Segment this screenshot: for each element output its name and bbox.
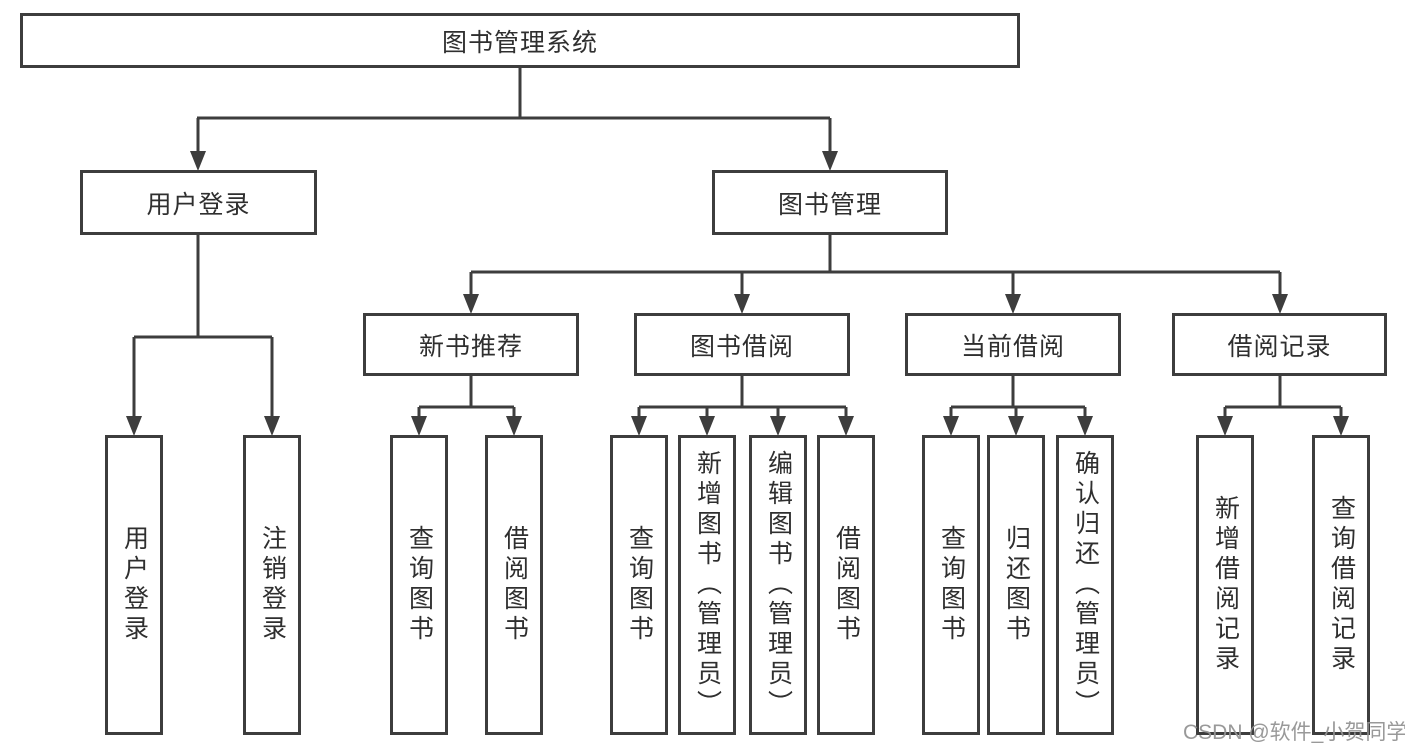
leaf-query-borrow-record: 查询借阅记录 — [1312, 435, 1370, 735]
leaf-borrow-books: 借阅图书 — [817, 435, 875, 735]
node-label: 图书管理 — [777, 190, 882, 219]
connector-user-login-branch — [126, 235, 280, 436]
connector-borrow-records-branch — [1217, 376, 1349, 436]
leaf-query-books-borrow: 查询图书 — [610, 435, 668, 735]
leaf-logout: 注销登录 — [243, 435, 301, 735]
node-label: 编辑图书（管理员） — [764, 450, 793, 720]
node-label: 查询图书 — [625, 525, 654, 645]
leaf-confirm-return-admin: 确认归还（管理员） — [1056, 435, 1114, 735]
node-label: 查询借阅记录 — [1327, 495, 1356, 675]
connector-book-borrow-branch — [631, 376, 854, 436]
node-label: 借阅记录 — [1227, 332, 1332, 361]
csdn-watermark: CSDN @软件_小贺同学 — [1183, 721, 1405, 744]
node-label: 查询图书 — [937, 525, 966, 645]
node-borrowing-records: 借阅记录 — [1172, 313, 1387, 376]
leaf-add-borrow-record: 新增借阅记录 — [1196, 435, 1254, 735]
node-label: 确认归还（管理员） — [1071, 450, 1100, 720]
connector-new-book-branch — [411, 376, 522, 436]
leaf-edit-books-admin: 编辑图书（管理员） — [749, 435, 807, 735]
leaf-borrow-books-recommend: 借阅图书 — [485, 435, 543, 735]
node-label: 新书推荐 — [418, 332, 523, 361]
leaf-query-books-recommend: 查询图书 — [390, 435, 448, 735]
connector-book-management-branch — [463, 235, 1288, 314]
node-label: 新增借阅记录 — [1211, 495, 1240, 675]
node-user-login: 用户登录 — [80, 170, 317, 235]
node-new-book-recommendation: 新书推荐 — [363, 313, 579, 376]
node-current-borrowing: 当前借阅 — [905, 313, 1121, 376]
node-book-borrowing: 图书借阅 — [634, 313, 850, 376]
leaf-return-books: 归还图书 — [987, 435, 1045, 735]
node-label: 用户登录 — [120, 525, 149, 645]
leaf-user-login: 用户登录 — [105, 435, 163, 735]
leaf-query-books-current: 查询图书 — [922, 435, 980, 735]
node-label: 图书管理系统 — [441, 28, 598, 57]
node-label: 图书借阅 — [689, 332, 794, 361]
connector-current-borrow-branch — [943, 376, 1093, 436]
node-label: 新增图书（管理员） — [693, 450, 722, 720]
leaf-add-books-admin: 新增图书（管理员） — [678, 435, 736, 735]
node-label: 注销登录 — [258, 525, 287, 645]
node-library-management-system: 图书管理系统 — [20, 13, 1020, 68]
node-book-management: 图书管理 — [712, 170, 948, 235]
node-label: 归还图书 — [1002, 525, 1031, 645]
node-label: 当前借阅 — [960, 332, 1065, 361]
node-label: 借阅图书 — [500, 525, 529, 645]
node-label: 借阅图书 — [832, 525, 861, 645]
node-label: 用户登录 — [146, 190, 251, 219]
node-label: 查询图书 — [405, 525, 434, 645]
connector-root-to-level2 — [190, 68, 838, 171]
